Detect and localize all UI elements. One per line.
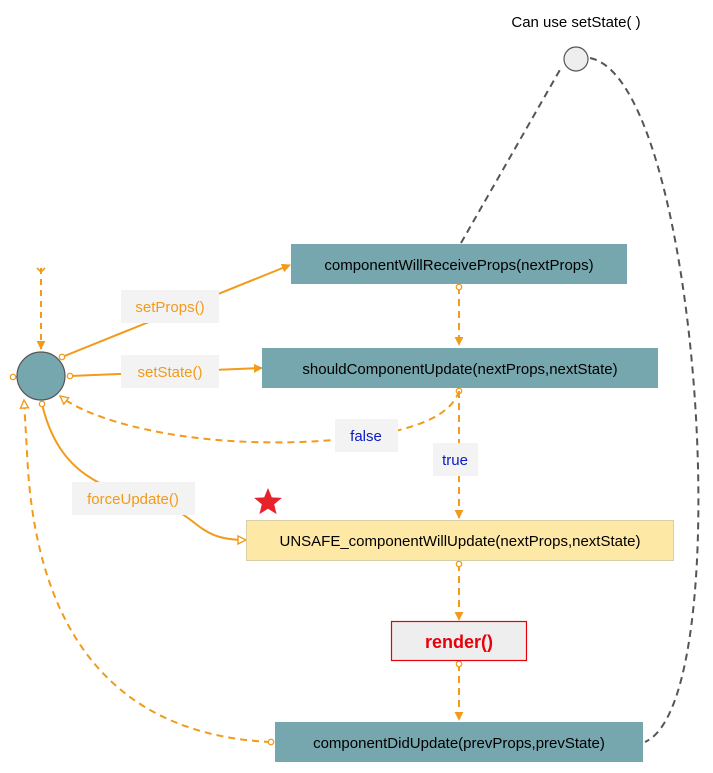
- diagram-title: Can use setState( ): [511, 14, 640, 31]
- true-label: true: [442, 452, 468, 469]
- node-will-receive-props-label: componentWillReceiveProps(nextProps): [324, 257, 593, 274]
- node-should-update: [262, 348, 658, 388]
- node-render: [390, 620, 528, 662]
- set-state-label-box: [121, 355, 219, 388]
- force-update-label: forceUpdate(): [87, 491, 179, 508]
- node-did-update: [275, 722, 643, 762]
- edge-force-update: [42, 404, 246, 540]
- force-update-label-box: [72, 482, 195, 515]
- node-should-update-label: shouldComponentUpdate(nextProps,nextStat…: [302, 361, 617, 378]
- node-will-update-label: UNSAFE_componentWillUpdate(nextProps,nex…: [280, 533, 641, 550]
- false-label-box: [335, 419, 398, 452]
- node-will-receive-props: [291, 244, 627, 284]
- incoming-tail-icon: [36, 267, 46, 274]
- edge-false: [60, 391, 459, 444]
- setstate-circle-icon: [563, 46, 589, 72]
- false-label: false: [350, 428, 382, 445]
- set-state-label: setState(): [137, 364, 202, 381]
- edge-did-update-to-setstate: [589, 57, 700, 743]
- star-icon: [254, 488, 282, 515]
- set-props-label: setProps(): [135, 299, 204, 316]
- set-props-label-box: [121, 290, 219, 323]
- node-will-update: [246, 520, 674, 561]
- edge-did-update-to-start: [24, 400, 271, 742]
- node-did-update-label: componentDidUpdate(prevProps,prevState): [313, 735, 605, 752]
- node-render-label: render(): [425, 632, 493, 652]
- start-state-circle-icon: [16, 351, 66, 401]
- edge-receive-props-to-setstate: [460, 67, 562, 244]
- true-label-box: [433, 443, 478, 476]
